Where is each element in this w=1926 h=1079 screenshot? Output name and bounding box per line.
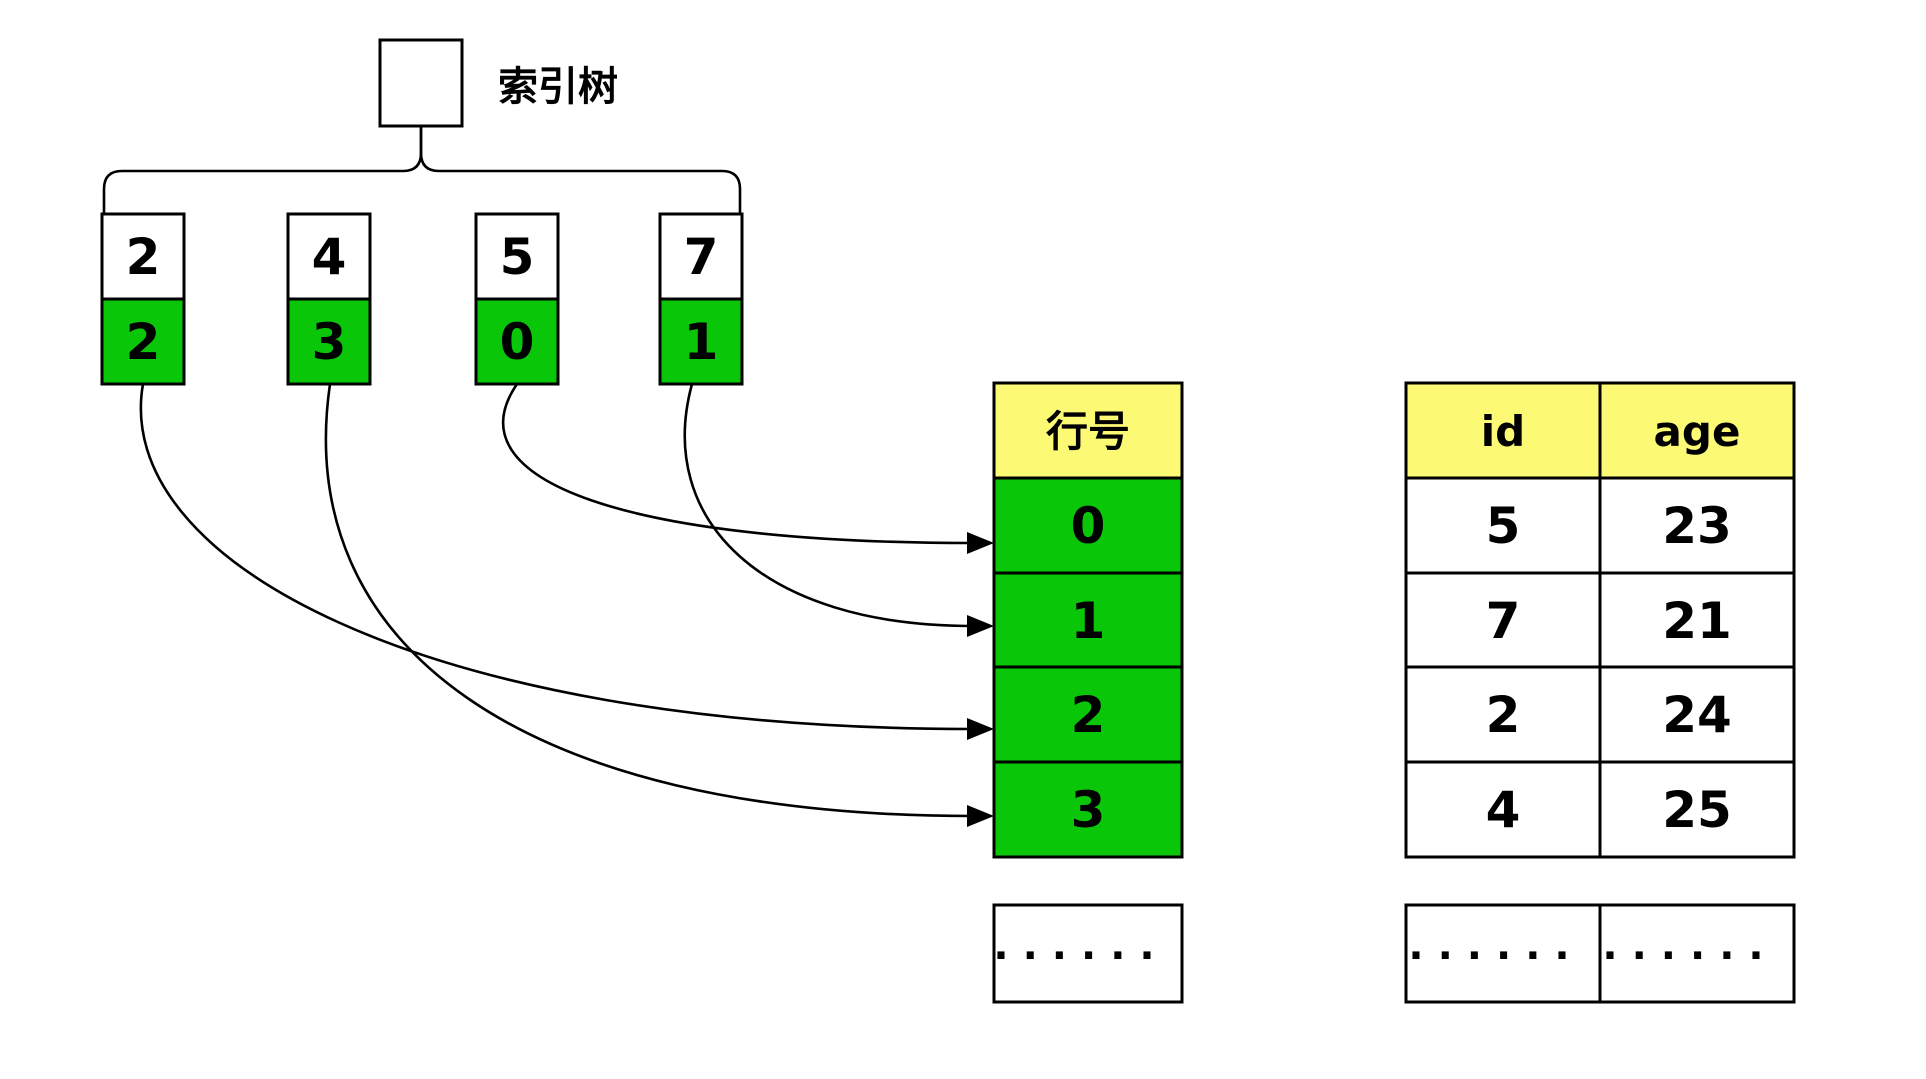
row-value: 2 [1071,686,1106,744]
leaf-key-value: 4 [312,228,347,286]
leaf-row-cell [658,297,744,386]
arrow-head-icon [967,718,994,740]
id-value: 4 [1486,781,1521,839]
connector-key2-to-row2 [139,382,994,740]
age-value: 21 [1662,592,1732,650]
leaf-key-value: 7 [684,228,719,286]
age-value: 23 [1662,497,1732,555]
row-cell [992,476,1184,575]
connector-key4-to-row3 [324,382,994,827]
arrow-head-icon [967,615,994,637]
id-value: 7 [1486,592,1521,650]
age-cell [1598,476,1796,575]
leaf-row-value: 2 [126,313,161,371]
leaf-row-cell [286,297,372,386]
age-cell [1598,571,1796,669]
row-value: 0 [1071,497,1106,555]
ellipsis-dots: ...... [1408,923,1583,969]
leaf-row-value: 1 [684,313,719,371]
arrow-head-icon [967,805,994,827]
id-cell [1404,760,1602,859]
row-cell [992,571,1184,669]
age-cell [1598,665,1796,764]
row-value: 1 [1071,592,1106,650]
bracket-right [419,124,742,215]
id-cell [1404,476,1602,575]
ellipsis-cell [1598,903,1796,1004]
connector-key5-to-row0 [502,382,994,554]
bracket-left [102,124,423,215]
row-number-table: 行号 0 1 2 3 [992,381,1184,859]
connector-curve [683,382,974,628]
id-value: 2 [1486,686,1521,744]
leaf-row-cell [474,297,560,386]
leaf-key-cell [100,212,186,301]
data-table: id age 5 23 7 21 2 24 4 25 [1404,381,1796,859]
ellipsis-cell [1404,903,1602,1004]
row-table-header-label: 行号 [1046,407,1130,456]
id-cell [1404,571,1602,669]
age-value: 24 [1662,686,1732,744]
connector-curve [139,382,974,731]
row-cell [992,665,1184,764]
id-value: 5 [1486,497,1521,555]
connector-curve [324,382,974,818]
leaf-key-value: 2 [126,228,161,286]
age-header-cell [1598,381,1796,480]
leaf-node-1: 4 3 [286,212,372,386]
leaf-row-value: 3 [312,313,347,371]
leaf-key-value: 5 [500,228,535,286]
leaf-node-3: 7 1 [658,212,744,386]
root-node-box [378,38,464,128]
id-header-label: id [1481,407,1525,456]
data-table-ellipsis-box: ...... ...... [1404,903,1796,1004]
row-cell [992,760,1184,859]
leaf-node-2: 5 0 [474,212,560,386]
age-cell [1598,760,1796,859]
leaf-row-value: 0 [500,313,535,371]
age-header-label: age [1654,407,1741,456]
index-tree-label: 索引树 [498,64,618,110]
arrow-head-icon [967,532,994,554]
id-cell [1404,665,1602,764]
connector-curve [502,382,974,545]
ellipsis-dots: ...... [993,923,1168,969]
ellipsis-cell [992,903,1184,1004]
ellipsis-dots: ...... [1602,923,1777,969]
row-value: 3 [1071,781,1106,839]
leaf-node-0: 2 2 [100,212,186,386]
connector-key7-to-row1 [683,382,994,637]
age-value: 25 [1662,781,1732,839]
row-table-ellipsis-box: ...... [992,903,1184,1004]
